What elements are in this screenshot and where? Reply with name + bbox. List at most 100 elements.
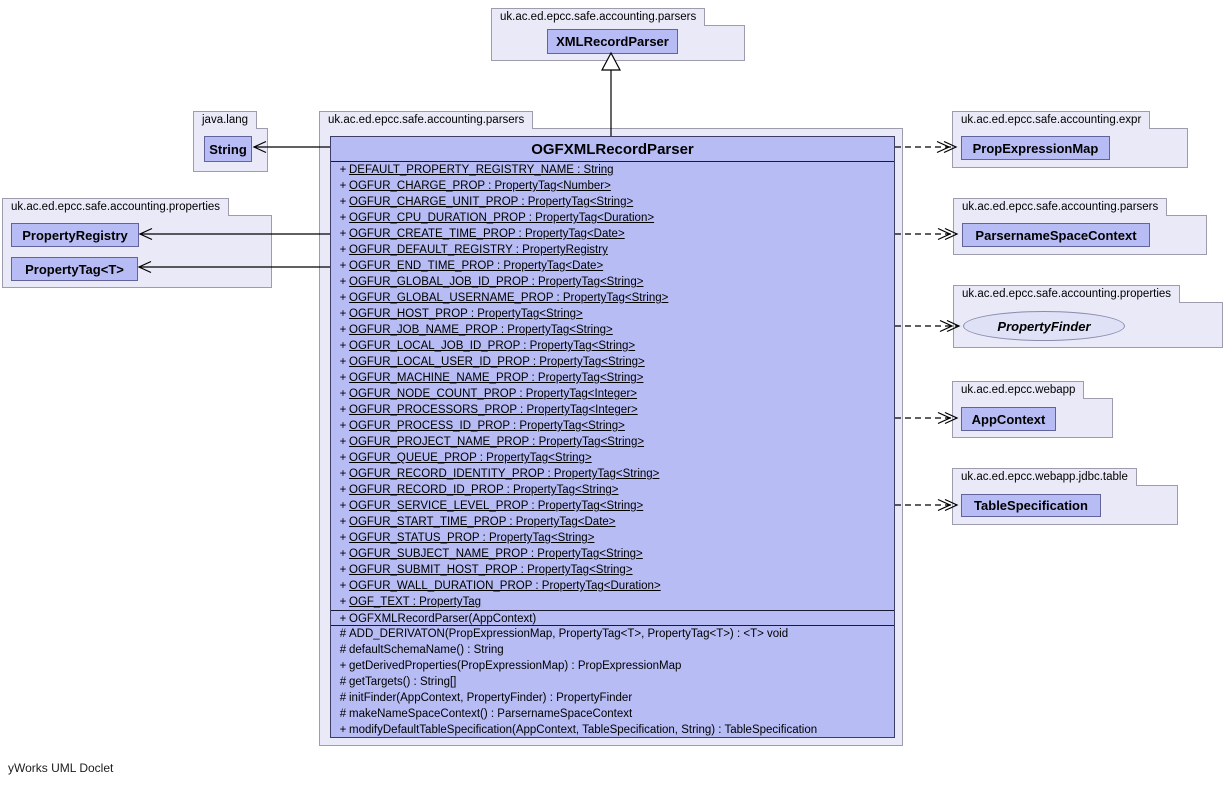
field-row: +OGFUR_CHARGE_PROP : PropertyTag<Number> — [331, 178, 894, 194]
package-properties-left: uk.ac.ed.epcc.safe.accounting.properties… — [2, 198, 272, 288]
constructors-section: +OGFXMLRecordParser(AppContext) — [331, 610, 894, 626]
field-visibility: + — [339, 532, 347, 544]
class-propexpressionmap[interactable]: PropExpressionMap — [961, 136, 1110, 160]
package-parsers-right: uk.ac.ed.epcc.safe.accounting.parsers Pa… — [953, 198, 1207, 255]
field-row: +OGFUR_RECORD_IDENTITY_PROP : PropertyTa… — [331, 466, 894, 482]
class-propertytag[interactable]: PropertyTag<T> — [11, 257, 138, 281]
package-expr-label: uk.ac.ed.epcc.safe.accounting.expr — [952, 111, 1151, 129]
method-row: #ADD_DERIVATON(PropExpressionMap, Proper… — [331, 626, 894, 642]
field-visibility: + — [339, 180, 347, 192]
field-signature: OGFUR_START_TIME_PROP : PropertyTag<Date… — [349, 516, 616, 528]
field-signature: OGFUR_JOB_NAME_PROP : PropertyTag<String… — [349, 324, 613, 336]
field-signature: OGFUR_NODE_COUNT_PROP : PropertyTag<Inte… — [349, 388, 638, 400]
method-visibility: # — [339, 644, 347, 656]
class-string[interactable]: String — [204, 136, 252, 162]
dependency-arrowhead2-parsernamespacecontext-icon — [937, 227, 952, 241]
field-row: +OGFUR_QUEUE_PROP : PropertyTag<String> — [331, 450, 894, 466]
field-visibility: + — [339, 596, 347, 608]
dependency-arrowhead2-propexpressionmap-icon — [936, 140, 951, 154]
field-row: +OGFUR_DEFAULT_REGISTRY : PropertyRegist… — [331, 242, 894, 258]
field-row: +OGFUR_PROJECT_NAME_PROP : PropertyTag<S… — [331, 434, 894, 450]
field-visibility: + — [339, 388, 347, 400]
field-signature: OGFUR_LOCAL_JOB_ID_PROP : PropertyTag<St… — [349, 340, 636, 352]
field-row: +OGFUR_WALL_DURATION_PROP : PropertyTag<… — [331, 578, 894, 594]
field-signature: OGFUR_CPU_DURATION_PROP : PropertyTag<Du… — [349, 212, 655, 224]
field-visibility: + — [339, 516, 347, 528]
field-row: +OGFUR_END_TIME_PROP : PropertyTag<Date> — [331, 258, 894, 274]
field-signature: OGF_TEXT : PropertyTag — [349, 596, 482, 608]
field-row: +OGFUR_SERVICE_LEVEL_PROP : PropertyTag<… — [331, 498, 894, 514]
field-signature: OGFUR_LOCAL_USER_ID_PROP : PropertyTag<S… — [349, 356, 645, 368]
field-row: +OGFUR_CHARGE_UNIT_PROP : PropertyTag<St… — [331, 194, 894, 210]
method-visibility: # — [339, 692, 347, 704]
field-visibility: + — [339, 564, 347, 576]
method-visibility: + — [339, 660, 347, 672]
field-signature: OGFUR_PROCESS_ID_PROP : PropertyTag<Stri… — [349, 420, 625, 432]
field-signature: OGFUR_PROCESSORS_PROP : PropertyTag<Inte… — [349, 404, 638, 416]
method-row: +modifyDefaultTableSpecification(AppCont… — [331, 722, 894, 738]
field-visibility: + — [339, 164, 347, 176]
package-parsers-top: uk.ac.ed.epcc.safe.accounting.parsers XM… — [491, 8, 745, 61]
field-signature: OGFUR_RECORD_ID_PROP : PropertyTag<Strin… — [349, 484, 619, 496]
class-propertyregistry[interactable]: PropertyRegistry — [11, 223, 139, 247]
field-visibility: + — [339, 244, 347, 256]
package-java-lang: java.lang String — [193, 111, 268, 172]
field-visibility: + — [339, 420, 347, 432]
method-visibility: # — [339, 708, 347, 720]
class-appcontext[interactable]: AppContext — [961, 407, 1056, 431]
field-visibility: + — [339, 276, 347, 288]
field-row: +OGFUR_CPU_DURATION_PROP : PropertyTag<D… — [331, 210, 894, 226]
class-xmlrecordparser[interactable]: XMLRecordParser — [547, 29, 678, 54]
class-ogfxmlrecordparser[interactable]: OGFXMLRecordParser +DEFAULT_PROPERTY_REG… — [330, 136, 895, 738]
field-signature: OGFUR_RECORD_IDENTITY_PROP : PropertyTag… — [349, 468, 660, 480]
method-row: #getTargets() : String[] — [331, 674, 894, 690]
class-tablespecification[interactable]: TableSpecification — [961, 494, 1101, 517]
package-java-lang-label: java.lang — [193, 111, 258, 129]
field-visibility: + — [339, 452, 347, 464]
constructor-signature: OGFXMLRecordParser(AppContext) — [349, 613, 537, 625]
field-row: +OGFUR_STATUS_PROP : PropertyTag<String> — [331, 530, 894, 546]
field-signature: OGFUR_STATUS_PROP : PropertyTag<String> — [349, 532, 595, 544]
field-signature: OGFUR_SERVICE_LEVEL_PROP : PropertyTag<S… — [349, 500, 644, 512]
field-row: +OGFUR_SUBJECT_NAME_PROP : PropertyTag<S… — [331, 546, 894, 562]
class-parsernamespacecontext[interactable]: ParsernameSpaceContext — [962, 223, 1150, 247]
interface-propertyfinder[interactable]: PropertyFinder — [963, 311, 1125, 341]
field-row: +OGFUR_HOST_PROP : PropertyTag<String> — [331, 306, 894, 322]
field-signature: OGFUR_HOST_PROP : PropertyTag<String> — [349, 308, 583, 320]
field-signature: OGFUR_GLOBAL_JOB_ID_PROP : PropertyTag<S… — [349, 276, 644, 288]
field-row: +OGFUR_SUBMIT_HOST_PROP : PropertyTag<St… — [331, 562, 894, 578]
field-signature: OGFUR_CHARGE_PROP : PropertyTag<Number> — [349, 180, 611, 192]
package-jdbc-table: uk.ac.ed.epcc.webapp.jdbc.table TableSpe… — [952, 468, 1178, 525]
package-properties-right: uk.ac.ed.epcc.safe.accounting.properties… — [953, 285, 1223, 348]
method-row: #defaultSchemaName() : String — [331, 642, 894, 658]
field-signature: OGFUR_SUBMIT_HOST_PROP : PropertyTag<Str… — [349, 564, 633, 576]
package-webapp: uk.ac.ed.epcc.webapp AppContext — [952, 381, 1113, 438]
field-visibility: + — [339, 580, 347, 592]
field-signature: OGFUR_CREATE_TIME_PROP : PropertyTag<Dat… — [349, 228, 625, 240]
field-row: +OGFUR_GLOBAL_JOB_ID_PROP : PropertyTag<… — [331, 274, 894, 290]
field-row: +OGFUR_LOCAL_JOB_ID_PROP : PropertyTag<S… — [331, 338, 894, 354]
package-parsers-right-label: uk.ac.ed.epcc.safe.accounting.parsers — [953, 198, 1168, 216]
field-visibility: + — [339, 500, 347, 512]
field-signature: OGFUR_WALL_DURATION_PROP : PropertyTag<D… — [349, 580, 661, 592]
constructor-visibility: + — [339, 613, 347, 625]
field-visibility: + — [339, 340, 347, 352]
field-signature: OGFUR_PROJECT_NAME_PROP : PropertyTag<St… — [349, 436, 645, 448]
field-row: +OGFUR_PROCESSORS_PROP : PropertyTag<Int… — [331, 402, 894, 418]
field-visibility: + — [339, 404, 347, 416]
fields-section: +DEFAULT_PROPERTY_REGISTRY_NAME : String… — [331, 162, 894, 610]
field-signature: DEFAULT_PROPERTY_REGISTRY_NAME : String — [349, 164, 614, 176]
field-row: +DEFAULT_PROPERTY_REGISTRY_NAME : String — [331, 162, 894, 178]
dependency-arrowhead2-appcontext-icon — [937, 411, 952, 425]
field-visibility: + — [339, 324, 347, 336]
method-signature: initFinder(AppContext, PropertyFinder) :… — [349, 692, 633, 704]
field-visibility: + — [339, 212, 347, 224]
field-visibility: + — [339, 372, 347, 384]
package-properties-left-label: uk.ac.ed.epcc.safe.accounting.properties — [2, 198, 230, 216]
package-webapp-label: uk.ac.ed.epcc.webapp — [952, 381, 1085, 399]
field-row: +OGFUR_CREATE_TIME_PROP : PropertyTag<Da… — [331, 226, 894, 242]
field-visibility: + — [339, 484, 347, 496]
field-row: +OGFUR_LOCAL_USER_ID_PROP : PropertyTag<… — [331, 354, 894, 370]
field-row: +OGFUR_MACHINE_NAME_PROP : PropertyTag<S… — [331, 370, 894, 386]
field-row: +OGFUR_JOB_NAME_PROP : PropertyTag<Strin… — [331, 322, 894, 338]
